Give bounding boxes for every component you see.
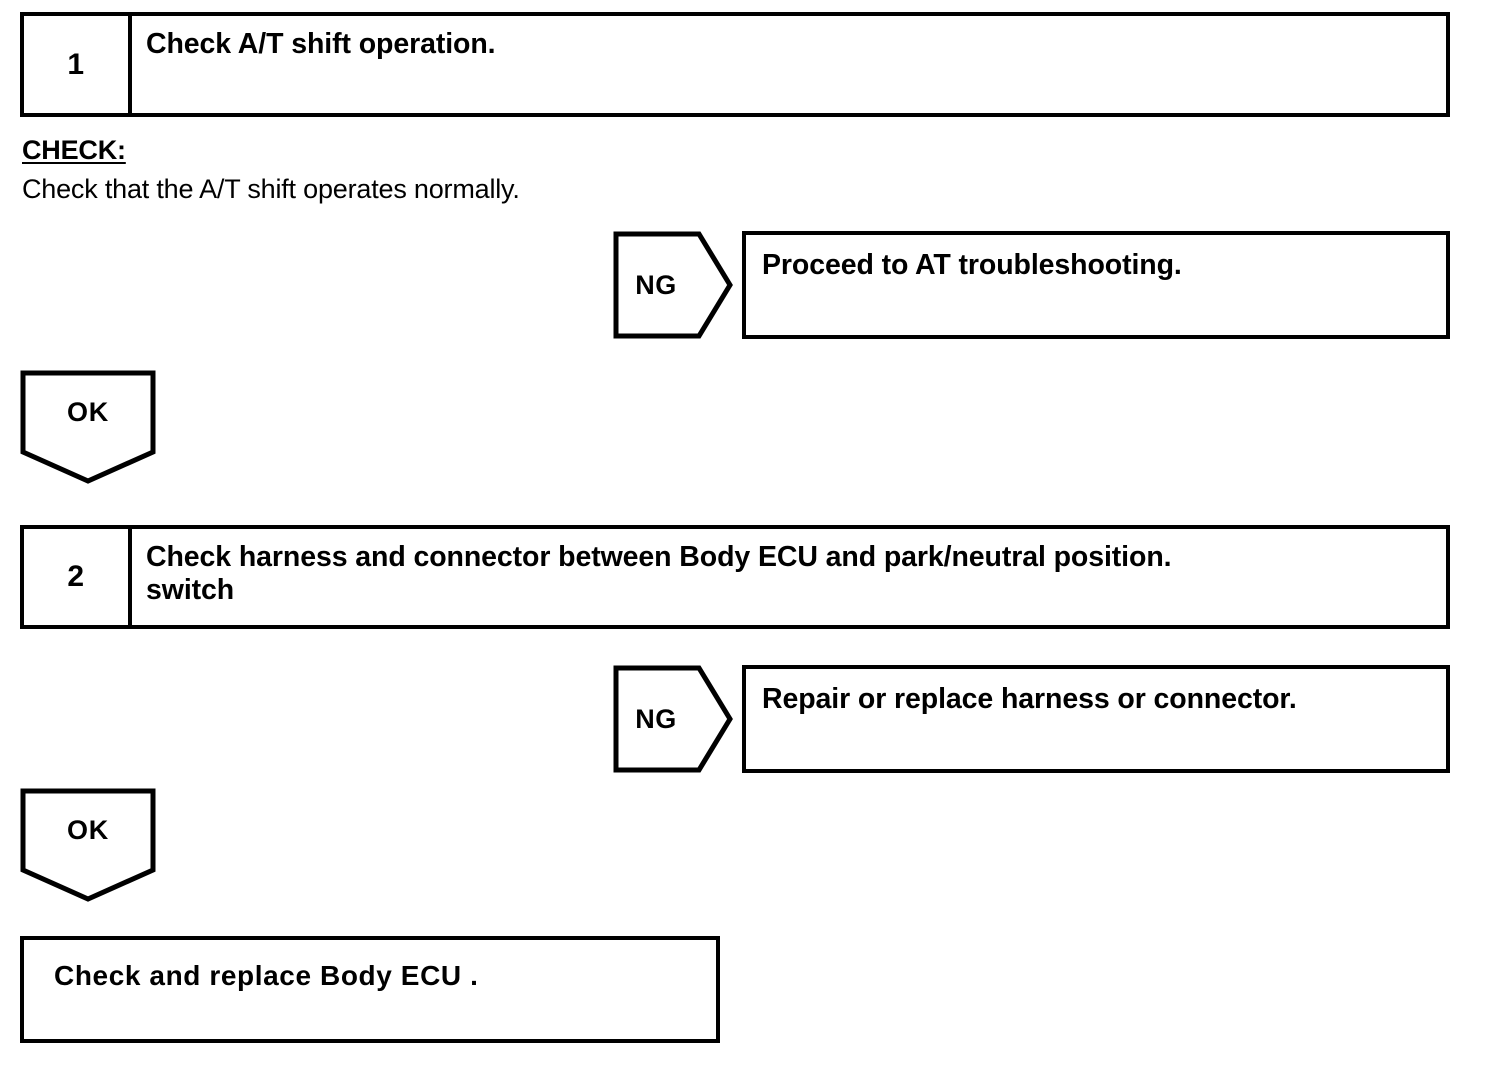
- final-action-box: Check and replace Body ECU .: [20, 936, 720, 1043]
- step-2-box: 2 Check harness and connector between Bo…: [20, 525, 1450, 629]
- step-1-check-label: CHECK:: [22, 135, 126, 165]
- step-2-ng-result-box: Repair or replace harness or connector.: [742, 665, 1450, 773]
- step-2-title: Check harness and connector between Body…: [146, 541, 1172, 607]
- step-2-ng-label: NG: [635, 703, 677, 734]
- step-1-check-description: Check that the A/T shift operates normal…: [22, 174, 520, 204]
- step-1-box: 1 Check A/T shift operation.: [20, 12, 1450, 117]
- step-2-ng-arrow: NG: [613, 665, 733, 773]
- step-2-number: 2: [24, 529, 132, 625]
- step-1-title: Check A/T shift operation.: [146, 28, 496, 60]
- step-1-number: 1: [24, 16, 132, 113]
- step-1-ok-label: OK: [66, 396, 110, 427]
- step-2-ok-label: OK: [66, 814, 110, 845]
- step-1-ng-label: NG: [635, 269, 677, 300]
- step-1-ng-arrow: NG: [613, 231, 733, 339]
- step-1-ok-arrow: OK: [20, 370, 156, 484]
- step-2-ok-arrow: OK: [20, 788, 156, 902]
- step-1-ng-result-box: Proceed to AT troubleshooting.: [742, 231, 1450, 339]
